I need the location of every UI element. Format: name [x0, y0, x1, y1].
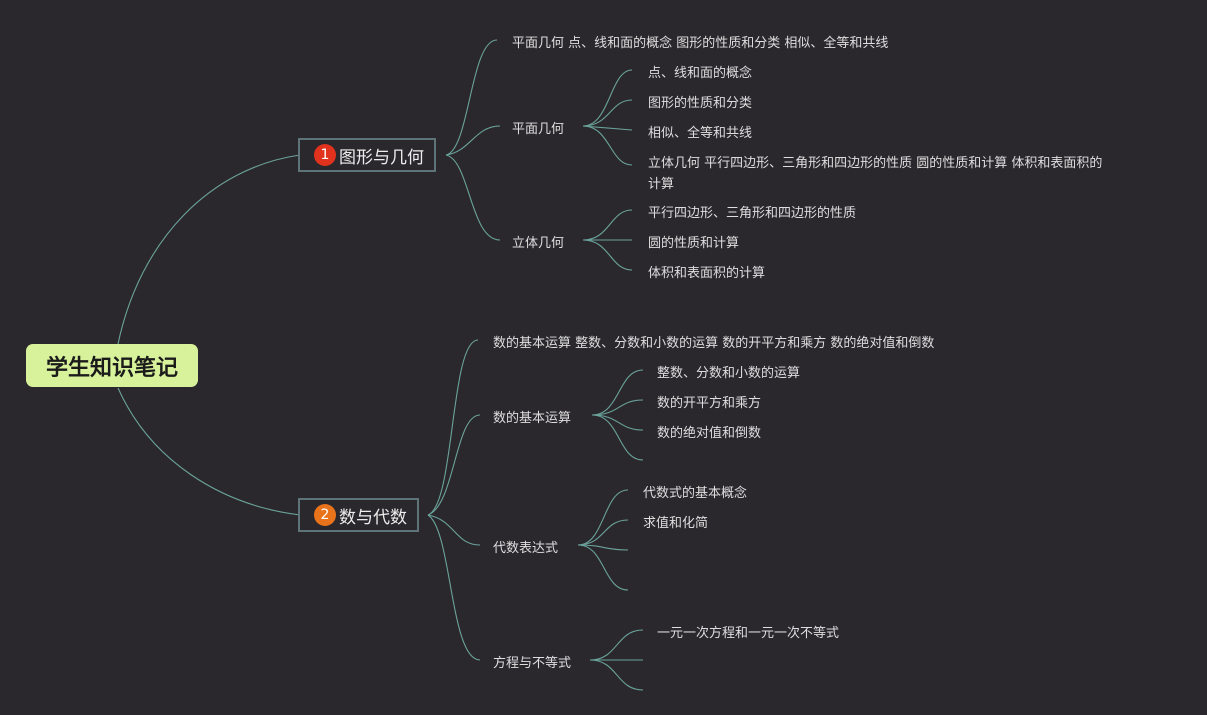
geometry-summary-node[interactable]: 平面几何 点、线和面的概念 图形的性质和分类 相似、全等和共线	[512, 36, 889, 51]
geometry-plane-node[interactable]: 平面几何	[512, 122, 565, 137]
plane-leaf-4-wrap: 计算	[648, 177, 675, 192]
badge-1-icon: 1	[314, 144, 336, 166]
link-basic-leaf-3	[591, 414, 644, 431]
link-basic-leaf-4	[591, 414, 644, 461]
link-root-geometry	[117, 154, 301, 345]
link-plane-leaf-1	[582, 69, 633, 127]
link-eq-leaf-3	[589, 659, 644, 691]
link-eq-leaf-1	[589, 629, 644, 661]
root-label: 学生知识笔记	[45, 355, 178, 381]
solid-leaf-3[interactable]: 体积和表面积的计算	[648, 266, 766, 281]
basic-leaf-1[interactable]: 整数、分数和小数的运算	[657, 366, 801, 381]
algebra-eq-node[interactable]: 方程与不等式	[493, 656, 572, 671]
link-algebra-basic	[427, 414, 481, 516]
algebra-summary-node[interactable]: 数的基本运算 整数、分数和小数的运算 数的开平方和乘方 数的绝对值和倒数	[493, 336, 935, 351]
solid-leaf-1[interactable]: 平行四边形、三角形和四边形的性质	[648, 206, 857, 221]
basic-leaf-2[interactable]: 数的开平方和乘方	[657, 396, 762, 411]
link-plane-leaf-4	[582, 125, 633, 166]
link-geometry-solid	[445, 154, 501, 241]
solid-leaf-2[interactable]: 圆的性质和计算	[648, 236, 740, 251]
plane-leaf-3[interactable]: 相似、全等和共线	[648, 126, 753, 141]
branch-algebra-label: 数与代数	[339, 507, 407, 528]
badge-1-number: 1	[320, 147, 330, 163]
algebra-basic-node[interactable]: 数的基本运算	[493, 411, 572, 426]
eq-leaf-1[interactable]: 一元一次方程和一元一次不等式	[657, 626, 840, 641]
branch-geometry-label: 图形与几何	[339, 147, 424, 168]
link-geometry-summary	[445, 39, 498, 156]
link-expr-leaf-2	[577, 519, 629, 546]
link-algebra-expr	[427, 514, 481, 546]
badge-2-icon: 2	[314, 504, 336, 526]
link-algebra-eq	[427, 514, 481, 661]
link-geometry-plane	[445, 125, 501, 156]
geometry-solid-node[interactable]: 立体几何	[512, 236, 565, 251]
expr-leaf-2[interactable]: 求值和化简	[643, 516, 709, 531]
link-plane-leaf-3	[582, 125, 633, 131]
root-node[interactable]: 学生知识笔记	[26, 344, 198, 387]
plane-leaf-2[interactable]: 图形的性质和分类	[648, 96, 753, 111]
link-solid-leaf-1	[582, 209, 633, 241]
plane-leaf-1[interactable]: 点、线和面的概念	[648, 66, 753, 81]
expr-leaf-1[interactable]: 代数式的基本概念	[643, 486, 748, 501]
link-expr-leaf-3	[577, 544, 629, 551]
branch-geometry[interactable]: 1 图形与几何	[298, 138, 436, 172]
link-solid-leaf-3	[582, 239, 633, 271]
link-basic-leaf-1	[591, 369, 644, 416]
link-expr-leaf-1	[577, 489, 629, 546]
basic-leaf-3[interactable]: 数的绝对值和倒数	[657, 426, 762, 441]
link-algebra-summary	[427, 339, 479, 516]
link-root-algebra	[117, 387, 301, 516]
plane-leaf-4[interactable]: 立体几何 平行四边形、三角形和四边形的性质 圆的性质和计算 体积和表面积的	[648, 156, 1103, 171]
branch-algebra[interactable]: 2 数与代数	[298, 498, 419, 532]
algebra-expr-node[interactable]: 代数表达式	[493, 541, 559, 556]
badge-2-number: 2	[320, 507, 330, 523]
link-basic-leaf-2	[591, 399, 644, 416]
link-plane-leaf-2	[582, 99, 633, 127]
link-expr-leaf-4	[577, 544, 629, 591]
